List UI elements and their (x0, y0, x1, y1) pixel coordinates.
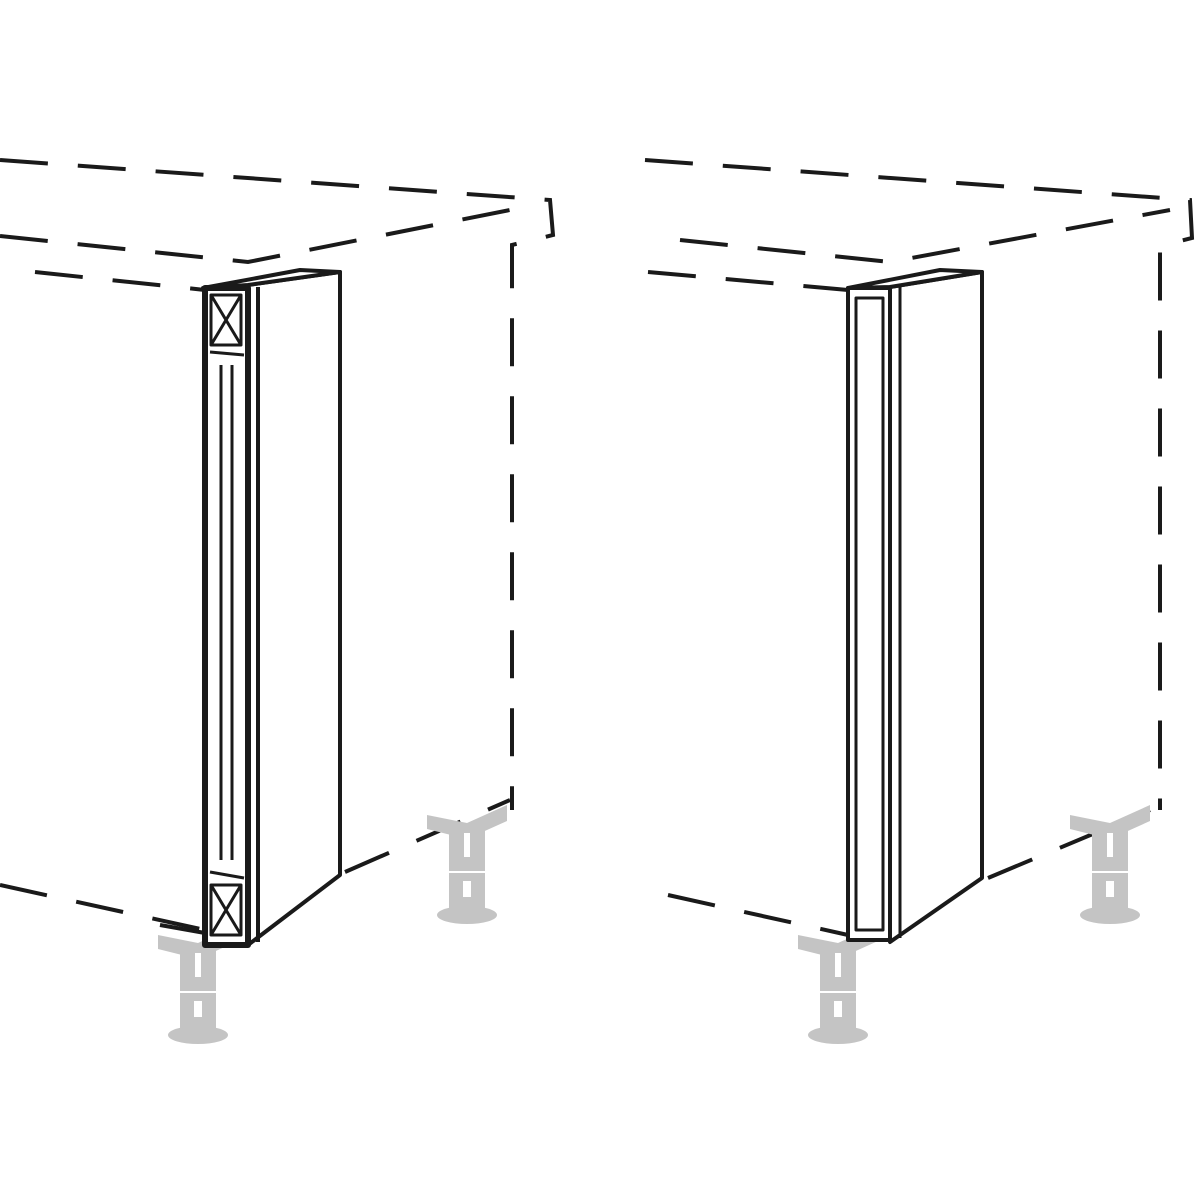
left-cabinet-outline (0, 158, 556, 932)
decorative-pilaster (159, 268, 342, 948)
plain-pilaster (846, 268, 984, 944)
adjustable-leg-icon (798, 925, 878, 1044)
adjustable-leg-icon (427, 805, 507, 924)
right-cabinet-outline (644, 158, 1195, 937)
adjustable-leg-icon (1070, 805, 1150, 924)
